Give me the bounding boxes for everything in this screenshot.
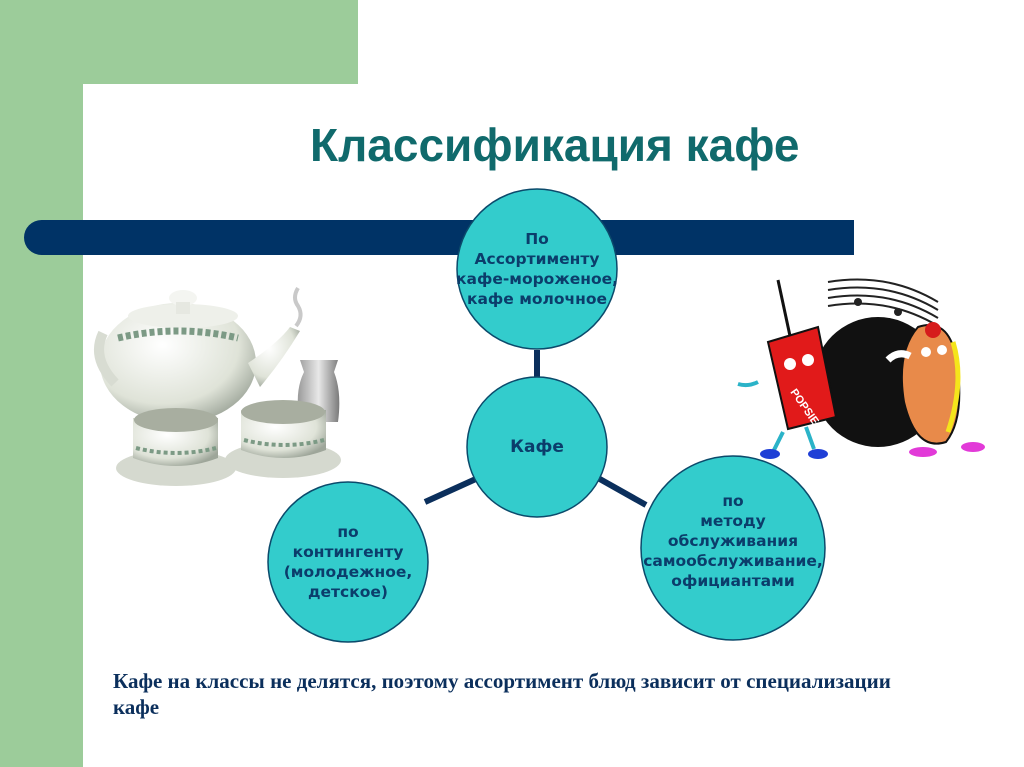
connector-left bbox=[423, 475, 480, 505]
node-circle-assortment bbox=[456, 188, 618, 350]
node-assortment-label: По Ассортименту кафе-мороженое, кафе мол… bbox=[455, 230, 619, 308]
footer-note: Кафе на классы не делятся, поэтому ассор… bbox=[113, 669, 891, 719]
node-circle-contingent bbox=[267, 481, 429, 643]
node-circle-service bbox=[640, 455, 826, 641]
green-top-panel bbox=[0, 0, 358, 84]
node-assortment: По Ассортименту кафе-мороженое, кафе мол… bbox=[447, 189, 627, 349]
node-contingent: по контингенту (молодежное, детское) bbox=[268, 482, 428, 642]
slide-title: Классификация кафе bbox=[310, 119, 800, 171]
node-contingent-label: по контингенту (молодежное, детское) bbox=[283, 523, 413, 601]
node-service: по методу обслуживания самообслуживание,… bbox=[633, 456, 833, 626]
title-underline-bar bbox=[24, 220, 854, 255]
connector-right bbox=[596, 475, 648, 508]
node-service-label: по методу обслуживания самообслуживание,… bbox=[643, 492, 823, 590]
node-center: Кафе bbox=[467, 377, 607, 517]
green-side-panel bbox=[0, 0, 83, 767]
node-center-label: Кафе bbox=[510, 437, 564, 457]
dancing-food-cartoon: POPSIE bbox=[737, 278, 985, 459]
teapot-illustration bbox=[94, 286, 341, 486]
node-circle-center bbox=[466, 376, 608, 518]
